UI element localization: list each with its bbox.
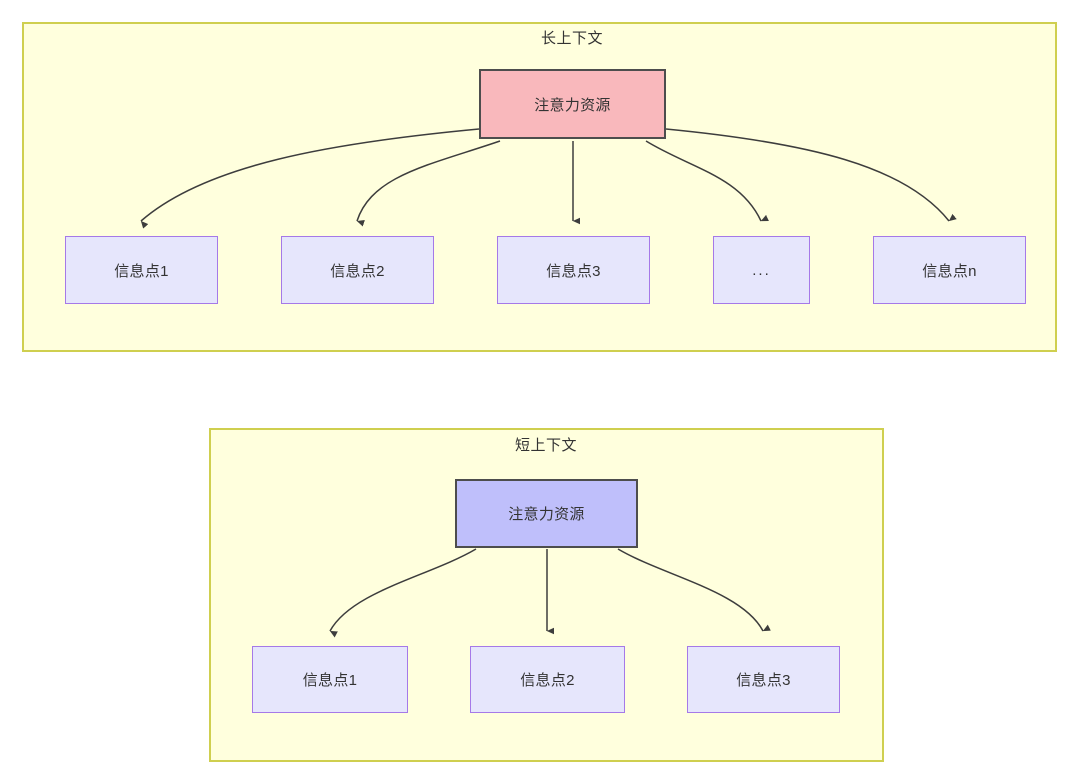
node-info-point-ellipsis-long[interactable]: ...: [713, 236, 810, 304]
panel-long-context-title: 长上下文: [540, 30, 603, 47]
node-info-point-n-long[interactable]: 信息点n: [873, 236, 1026, 304]
node-info-point-2-short[interactable]: 信息点2: [470, 646, 625, 713]
panel-short-context-title: 短上下文: [514, 437, 577, 454]
node-attention-resource-short[interactable]: 注意力资源: [455, 479, 638, 548]
node-info-point-2-long[interactable]: 信息点2: [281, 236, 434, 304]
node-info-point-1-short[interactable]: 信息点1: [252, 646, 408, 713]
node-info-point-3-long[interactable]: 信息点3: [497, 236, 650, 304]
node-info-point-3-short[interactable]: 信息点3: [687, 646, 840, 713]
node-attention-resource-long[interactable]: 注意力资源: [479, 69, 666, 139]
node-info-point-1-long[interactable]: 信息点1: [65, 236, 218, 304]
